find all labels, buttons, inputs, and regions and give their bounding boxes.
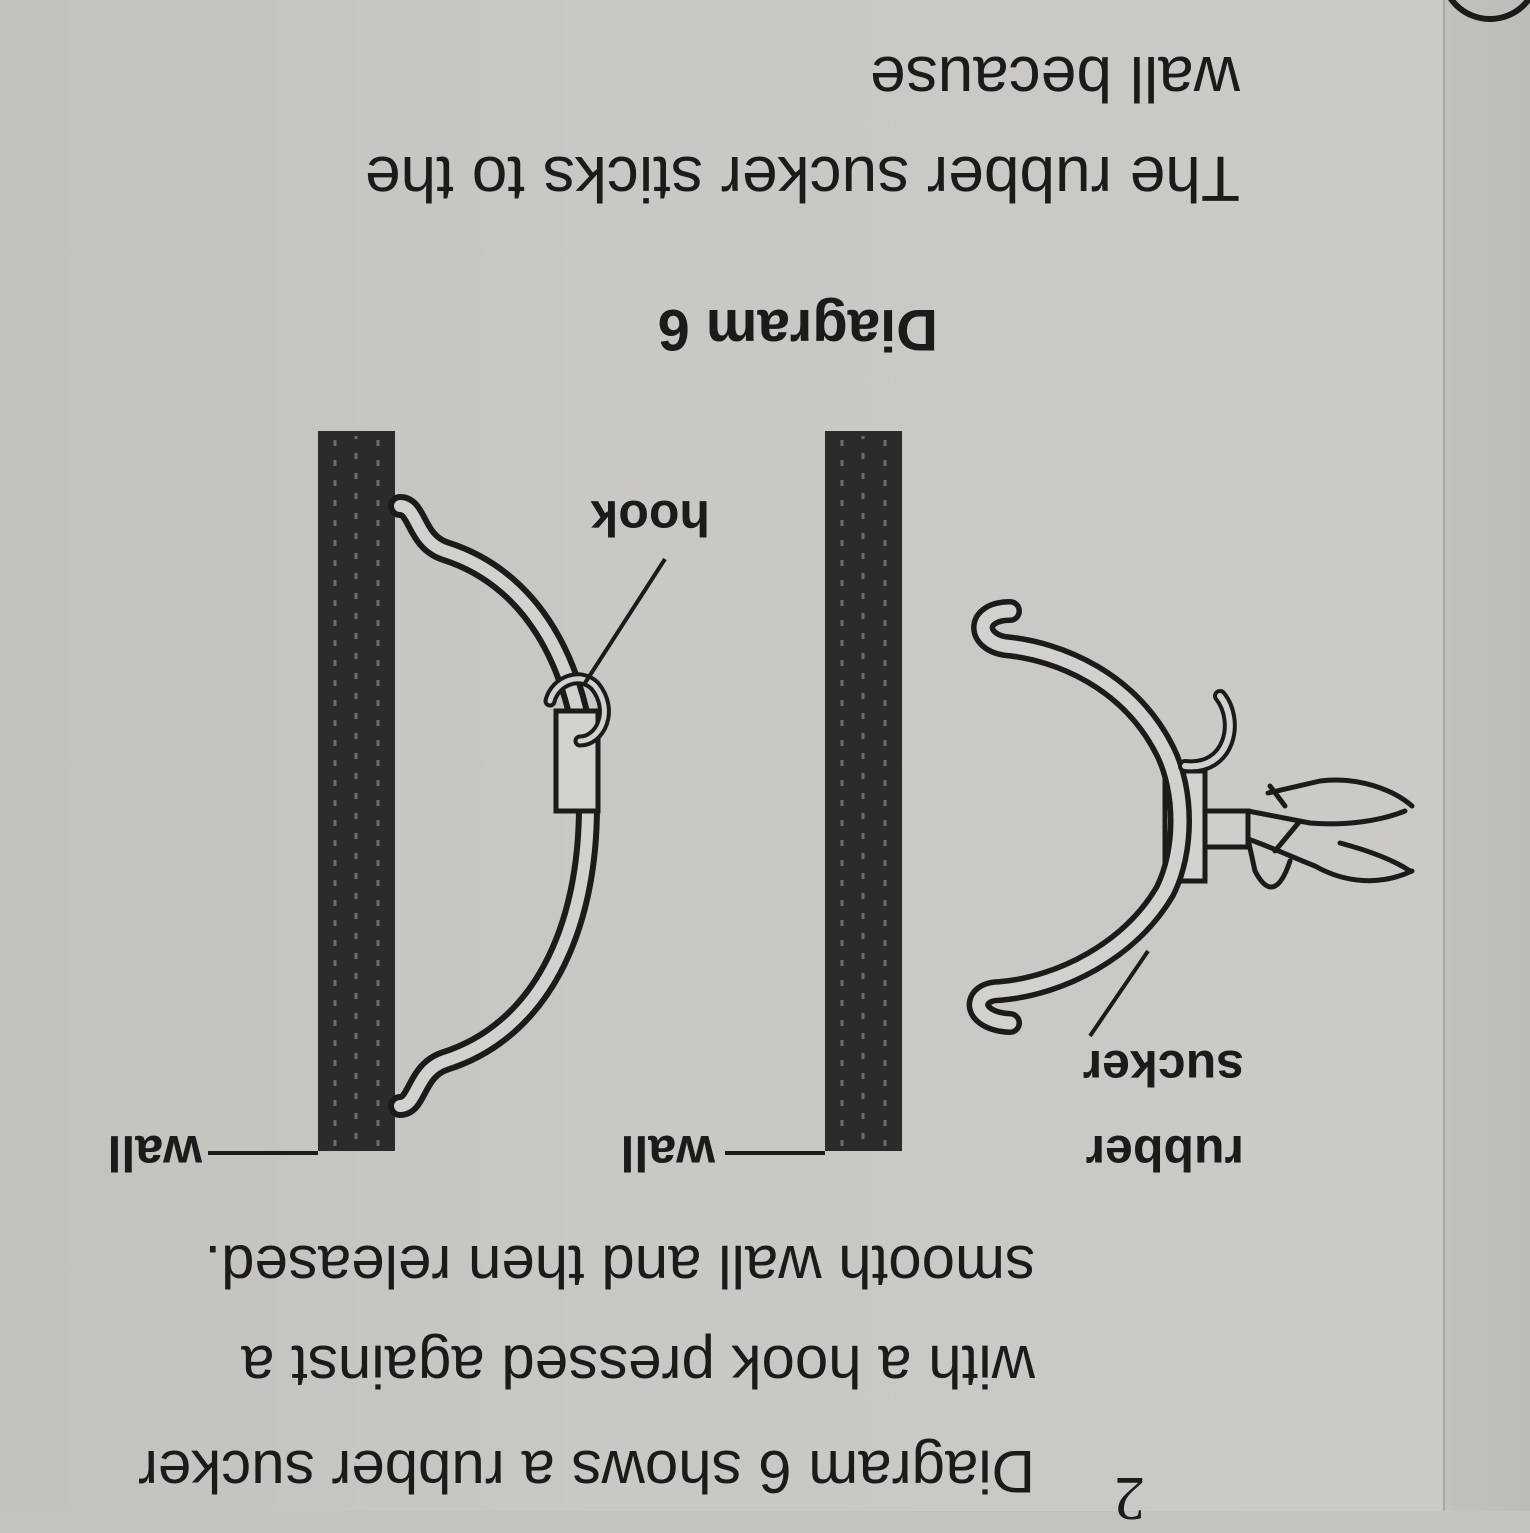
label-hook: hook: [590, 490, 710, 546]
diagram-caption: Diagram 6: [657, 297, 938, 362]
label-rubber: rubber: [1085, 1125, 1244, 1181]
wall-left: [825, 431, 902, 1151]
rubber-sucker-cup: [966, 599, 1192, 1035]
wall-right-texture: [333, 436, 380, 1146]
wall-right: [318, 431, 395, 1151]
label-wall-right: wall: [107, 1125, 202, 1181]
hand-icon: [1245, 777, 1415, 890]
label-sucker: sucker: [1082, 1040, 1244, 1096]
hook-leader-line: [583, 557, 667, 685]
prompt-line-1: The rubber sucker sticks to the: [364, 143, 1240, 215]
prompt-line-2: wall because: [870, 43, 1240, 115]
sucker-knob-right: [553, 708, 601, 814]
answer-bubble[interactable]: [1439, 0, 1530, 22]
label-wall-left: wall: [620, 1125, 715, 1181]
wall-left-texture: [840, 436, 887, 1146]
rubber-sucker-leader-line: [1088, 949, 1150, 1038]
